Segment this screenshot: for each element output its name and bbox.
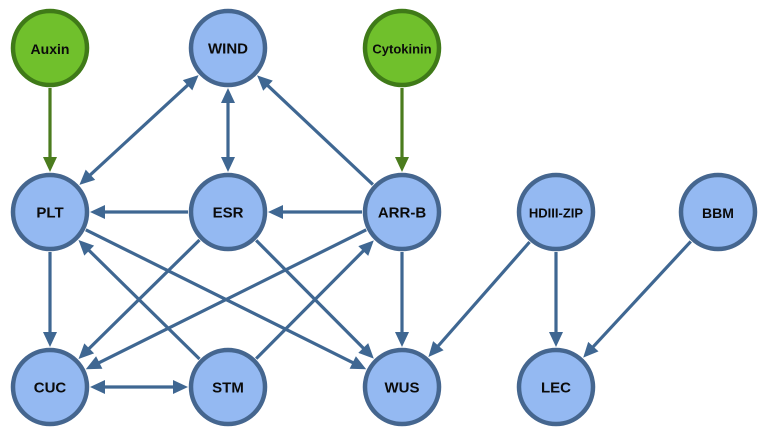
node-circle: [516, 347, 596, 427]
arrowhead: [257, 75, 273, 91]
edge-stm-to-arrb: [255, 240, 374, 360]
node-esr: ESR: [188, 172, 268, 252]
node-wind: WIND: [188, 8, 268, 88]
node-label: LEC: [541, 380, 571, 397]
edges-layer: [43, 75, 692, 394]
edge-plt-to-wind: [79, 75, 199, 185]
edge-line: [85, 247, 201, 361]
node-label: STM: [212, 380, 244, 397]
node-label: HDIII-ZIP: [529, 206, 583, 221]
edge-hdiii-to-lec: [549, 252, 563, 347]
arrowhead: [428, 341, 444, 357]
arrowhead: [78, 343, 95, 359]
node-circle: [188, 172, 268, 252]
arrowhead: [583, 341, 599, 358]
node-plt: PLT: [10, 172, 90, 252]
arrowhead: [358, 343, 374, 359]
node-label: ARR-B: [378, 205, 426, 222]
arrowhead: [549, 332, 563, 347]
edge-esr-to-plt: [90, 205, 188, 219]
edge-auxin-to-plt: [43, 88, 57, 172]
edge-bbm-to-lec: [583, 240, 692, 358]
edge-line: [87, 82, 191, 178]
node-circle: [10, 172, 90, 252]
arrowhead: [221, 157, 235, 172]
arrowhead: [395, 332, 409, 347]
node-auxin: Auxin: [10, 8, 90, 88]
node-circle: [362, 347, 442, 427]
arrowhead: [78, 240, 95, 256]
edge-arrb-to-cuc: [85, 228, 367, 370]
node-label: BBM: [702, 205, 734, 221]
node-circle: [678, 172, 758, 252]
arrowhead: [43, 157, 57, 172]
arrowhead: [85, 356, 103, 370]
node-label: WUS: [385, 380, 420, 397]
edge-arrb-to-esr: [268, 205, 362, 219]
edge-cytokinin-to-arrb: [395, 88, 409, 172]
arrowhead: [79, 169, 96, 185]
edge-plt-to-wus: [85, 228, 367, 370]
node-hdiii: HDIII-ZIP: [516, 172, 596, 252]
edge-line: [95, 228, 367, 366]
arrowhead: [43, 332, 57, 347]
edge-esr-to-wind: [221, 88, 235, 172]
edge-plt-to-cuc: [43, 252, 57, 347]
arrowhead: [349, 356, 367, 370]
node-label: ESR: [213, 205, 244, 222]
arrowhead: [90, 380, 105, 394]
node-label: WIND: [208, 41, 248, 58]
edge-line: [85, 228, 357, 366]
node-label: Auxin: [31, 41, 70, 57]
edge-line: [255, 247, 367, 360]
node-arrb: ARR-B: [362, 172, 442, 252]
edge-hdiii-to-wus: [428, 240, 531, 357]
edge-cuc-to-stm: [90, 380, 188, 394]
arrowhead: [395, 157, 409, 172]
node-wus: WUS: [362, 347, 442, 427]
node-stm: STM: [188, 347, 268, 427]
edge-arrb-to-wus: [395, 252, 409, 347]
node-circle: [188, 347, 268, 427]
edge-line: [85, 238, 201, 352]
node-label: CUC: [34, 380, 67, 397]
node-label: Cytokinin: [372, 42, 431, 57]
edge-arrb-to-wind: [257, 75, 374, 186]
node-label: PLT: [36, 205, 63, 222]
node-circle: [10, 347, 90, 427]
node-circle: [362, 172, 442, 252]
arrowhead: [90, 205, 105, 219]
node-cytokinin: Cytokinin: [362, 8, 442, 88]
node-circle: [188, 8, 268, 88]
arrowhead: [221, 88, 235, 103]
node-bbm: BBM: [678, 172, 758, 252]
arrowhead: [173, 380, 188, 394]
node-circle: [10, 8, 90, 88]
node-circle: [362, 8, 442, 88]
arrowhead: [358, 240, 374, 256]
edge-line: [435, 240, 531, 350]
edge-stm-to-plt: [78, 240, 201, 361]
node-circle: [516, 172, 596, 252]
node-lec: LEC: [516, 347, 596, 427]
edge-line: [255, 239, 367, 352]
edge-esr-to-cuc: [78, 238, 201, 359]
node-cuc: CUC: [10, 347, 90, 427]
arrowhead: [268, 205, 283, 219]
arrowhead: [182, 75, 199, 91]
edge-line: [264, 82, 374, 186]
edge-line: [590, 240, 692, 350]
edge-esr-to-wus: [255, 239, 374, 359]
